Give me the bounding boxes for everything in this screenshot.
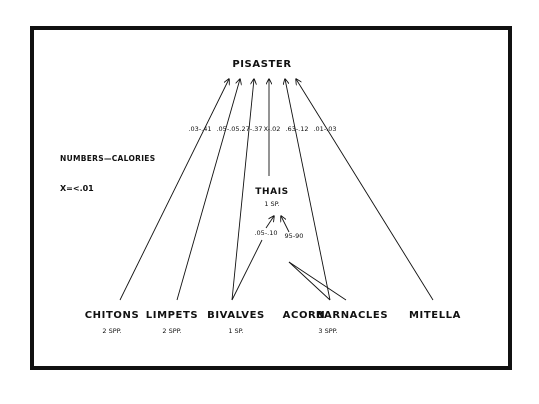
node-acorn-label: ACORN [283,310,326,321]
legend-x-note: X=<.01 [60,184,94,193]
edge-bivalves-thais-arrow [265,216,274,229]
node-mitella-label: MITELLA [409,310,461,321]
node-limpets-label: LIMPETS [146,310,198,321]
edge-label-barnacles-pisaster: .63-.12 [285,125,308,133]
edge-label-barnacles-thais: 95-90 [285,232,304,240]
edge-bivalves-pisaster [231,79,254,301]
edge-barnacles-thais [288,261,347,301]
edge-mitella-pisaster [296,79,434,301]
legend-numbers-calories: NUMBERS—CALORIES [60,154,155,163]
edge-limpets-pisaster [176,79,240,301]
edge-label-bivalves-thais: .05-.10 [254,229,277,237]
node-barnacles-label: BARNACLES [316,310,388,321]
node-bivalves-species: 1 SP. [228,327,243,335]
edge-chitons-pisaster [119,79,229,301]
edge-label-thais-pisaster: X-.02 [264,125,281,133]
edge-label-limpets-pisaster: .05-.05 [216,125,239,133]
edge-barnacles-pisaster [285,79,331,301]
node-pisaster-label: PISASTER [232,59,291,70]
edge-label-bivalves-pisaster: .27-.37 [239,125,262,133]
node-barnacles-species: 3 SPP. [318,327,337,335]
edge-label-mitella-pisaster: .01-.03 [313,125,336,133]
edge-barnacles-thais-arrow [281,216,290,233]
node-chitons-label: CHITONS [85,310,140,321]
node-thais-species: 1 SP. [264,200,279,208]
edge-label-chitons-pisaster: .03-.41 [188,125,211,133]
node-limpets-species: 2 SPP. [162,327,181,335]
node-thais-label: THAIS [255,187,288,197]
edge-acorn-thais [288,261,331,301]
node-chitons-species: 2 SPP. [102,327,121,335]
node-bivalves-label: BIVALVES [207,310,265,321]
edge-bivalves-thais [231,239,263,301]
